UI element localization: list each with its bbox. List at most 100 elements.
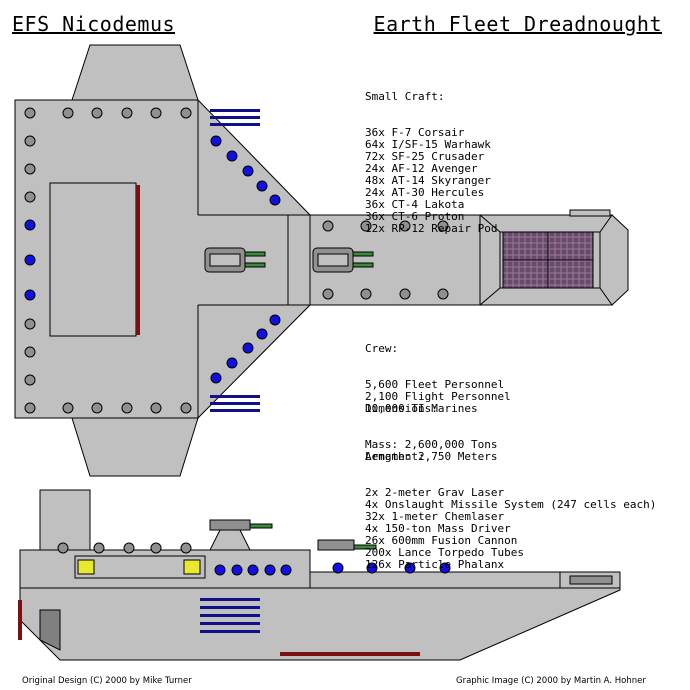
gun-turret-icon <box>91 107 103 119</box>
small-craft-item: 36x CT-4 Lakota <box>365 198 465 211</box>
gun-turret-icon <box>360 220 372 232</box>
gun-turret-icon <box>91 402 103 414</box>
side-tower <box>39 489 91 551</box>
small-craft-heading: Small Craft: <box>365 90 445 103</box>
gun-turret-icon <box>57 542 69 554</box>
blue-turret-icon <box>332 562 344 574</box>
crew-heading: Crew: <box>365 342 399 355</box>
blue-turret-icon <box>231 564 243 576</box>
blue-turret-icon <box>242 165 254 177</box>
ship-name-title: EFS Nicodemus <box>12 12 176 36</box>
gun-turret-icon <box>62 107 74 119</box>
small-craft-item: 36x F-7 Corsair <box>365 126 465 139</box>
gun-turret-icon <box>399 220 411 232</box>
blue-turret-icon <box>210 135 222 147</box>
blue-turret-icon <box>264 564 276 576</box>
blue-turret-icon <box>210 372 222 384</box>
gun-turret-icon <box>150 107 162 119</box>
gun-turret-icon <box>62 402 74 414</box>
gun-turret-icon <box>150 402 162 414</box>
gun-turret-icon <box>121 107 133 119</box>
gun-turret-icon <box>24 402 36 414</box>
blue-turret-icon <box>269 194 281 206</box>
small-craft-item: 24x AF-12 Avenger <box>365 162 478 175</box>
blue-turret-icon <box>24 289 36 301</box>
gun-turret-icon <box>180 402 192 414</box>
armament-item: 126x Particle Phalanx <box>365 558 505 571</box>
side-lower-hull <box>19 587 621 661</box>
crew-item: 2,100 Flight Personnel <box>365 390 511 403</box>
dimensions-heading: Dimensions: <box>365 402 438 415</box>
crew-item: 10,000 TI Marines <box>365 402 478 415</box>
gun-turret-icon <box>24 374 36 386</box>
armament-item: 32x 1-meter Chemlaser <box>365 510 505 523</box>
small-craft-item: 36x CT-6 Proton <box>365 210 465 223</box>
armament-item: 4x Onslaught Missile System (247 cells e… <box>365 498 657 511</box>
design-credit: Original Design (C) 2000 by Mike Turner <box>22 676 192 686</box>
armament-item: 4x 150-ton Mass Driver <box>365 522 511 535</box>
blue-turret-icon <box>24 254 36 266</box>
gun-turret-icon <box>24 191 36 203</box>
gun-turret-icon <box>180 542 192 554</box>
blue-turret-icon <box>256 328 268 340</box>
blue-turret-icon <box>439 562 451 574</box>
graphic-credit: Graphic Image (C) 2000 by Martin A. Hohn… <box>456 676 646 686</box>
blue-turret-icon <box>404 562 416 574</box>
blue-turret-icon <box>247 564 259 576</box>
gun-turret-icon <box>24 135 36 147</box>
ship-class-title: Earth Fleet Dreadnought <box>373 12 662 36</box>
small-craft-item: 72x SF-25 Crusader <box>365 150 485 163</box>
top-view <box>14 44 629 477</box>
side-stern-plate <box>39 609 61 651</box>
blue-turret-icon <box>24 219 36 231</box>
gun-turret-icon <box>180 107 192 119</box>
top-aft-block <box>71 417 199 477</box>
blue-turret-icon <box>214 564 226 576</box>
top-spine <box>287 214 311 306</box>
blue-turret-icon <box>226 150 238 162</box>
gun-turret-icon <box>322 220 334 232</box>
top-launch-tubes-lower <box>210 395 260 412</box>
gun-turret-icon <box>24 346 36 358</box>
small-craft-item: 64x I/SF-15 Warhawk <box>365 138 491 151</box>
gun-turret-icon <box>399 288 411 300</box>
armament-item: 26x 600mm Fusion Cannon <box>365 534 518 547</box>
top-flight-deck <box>49 182 137 337</box>
blue-turret-icon <box>280 564 292 576</box>
blue-turret-icon <box>242 342 254 354</box>
small-craft-item: 24x AT-30 Hercules <box>365 186 485 199</box>
gun-turret-icon <box>121 402 133 414</box>
gun-turret-icon <box>150 542 162 554</box>
gun-turret-icon <box>24 318 36 330</box>
top-launch-tubes-upper <box>210 109 260 126</box>
blue-turret-icon <box>256 180 268 192</box>
gun-turret-icon <box>437 288 449 300</box>
crew-item: 5,600 Fleet Personnel <box>365 378 505 391</box>
dimensions-item: Mass: 2,600,000 Tons <box>365 438 498 451</box>
armament-item: 2x 2-meter Grav Laser <box>365 486 505 499</box>
small-craft-item: 48x AT-14 Skyranger <box>365 174 491 187</box>
armament-heading: Armament: <box>365 450 425 463</box>
gun-turret-icon <box>123 542 135 554</box>
gun-turret-icon <box>93 542 105 554</box>
top-forward-block <box>71 44 199 101</box>
small-craft-item: 12x RP-12 Repair Pod <box>365 222 498 235</box>
side-turret-mount <box>209 529 251 551</box>
side-view <box>18 489 621 661</box>
side-launch-tubes <box>200 598 260 633</box>
blue-turret-icon <box>269 314 281 326</box>
gun-turret-icon <box>437 220 449 232</box>
armament-item: 200x Lance Torpedo Tubes <box>365 546 524 559</box>
gun-turret-icon <box>24 163 36 175</box>
gun-turret-icon <box>322 288 334 300</box>
blue-turret-icon <box>226 357 238 369</box>
